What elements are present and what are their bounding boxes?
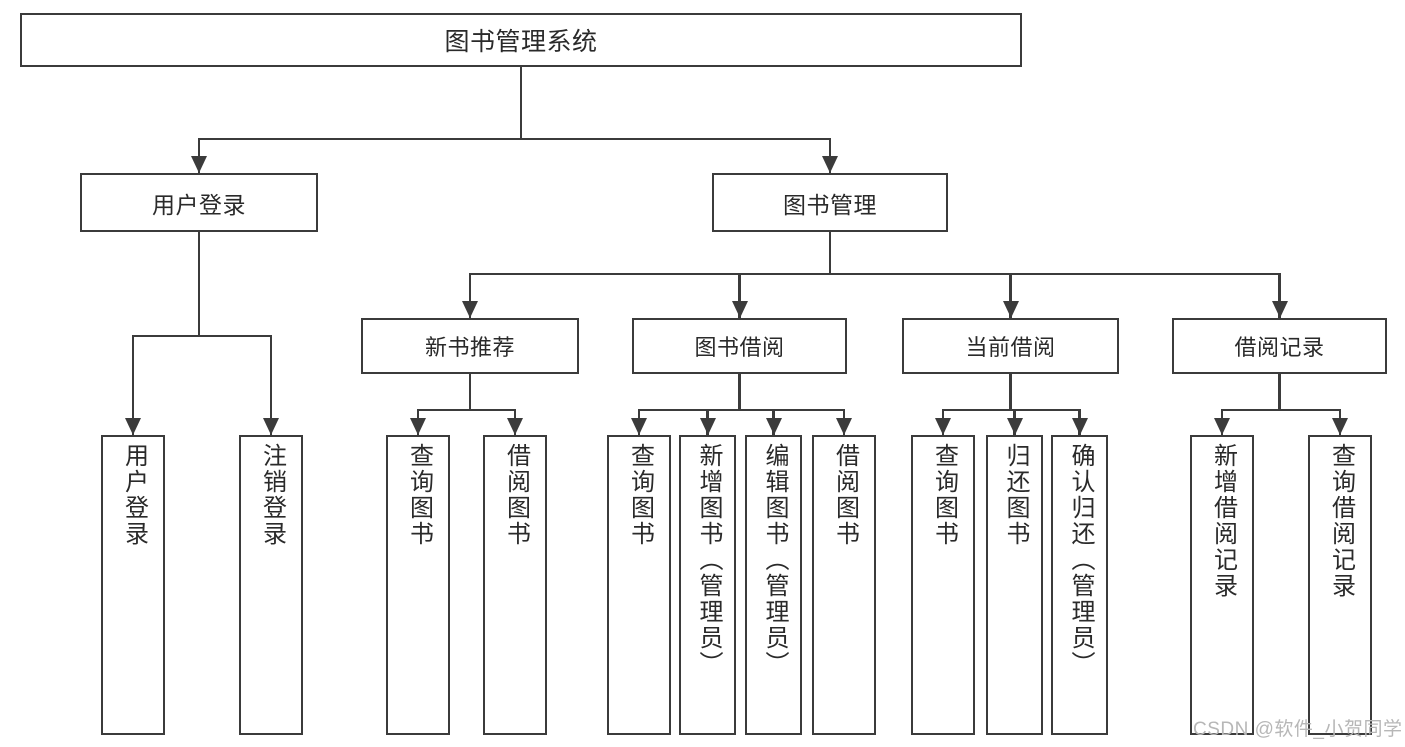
node-book-manage[interactable]: 图书管理 xyxy=(712,173,948,232)
arrow-to-leaf-borrow-book-1 xyxy=(507,418,523,435)
leaf-label: 查询借阅记录 xyxy=(1327,443,1355,599)
arrow-to-user-login xyxy=(191,156,207,173)
leaf-label: 归还图书 xyxy=(1001,443,1029,547)
leaf-node-leaf-confirm-return[interactable]: 确认归还（管理员） xyxy=(1051,435,1108,735)
leaf-node-leaf-query-book-3[interactable]: 查询图书 xyxy=(911,435,975,735)
connector-new-book-recommend-trunk xyxy=(468,374,472,410)
node-label: 新书推荐 xyxy=(424,335,515,360)
arrow-to-leaf-user-login xyxy=(125,418,141,435)
connector-root-bus xyxy=(197,137,832,141)
leaf-node-leaf-edit-book[interactable]: 编辑图书（管理员） xyxy=(745,435,802,735)
arrow-to-leaf-add-record xyxy=(1214,418,1230,435)
connector-borrow-record-trunk xyxy=(1278,374,1281,410)
leaf-node-leaf-query-book-2[interactable]: 查询图书 xyxy=(607,435,671,735)
connector-user-login-trunk xyxy=(197,232,201,336)
leaf-label: 新增图书（管理员） xyxy=(694,443,722,677)
arrow-to-leaf-query-book-3 xyxy=(935,418,951,435)
connector-current-borrow-trunk xyxy=(1009,374,1012,410)
arrow-to-leaf-confirm-return xyxy=(1071,418,1088,435)
arrow-to-leaf-query-book-2 xyxy=(631,418,647,435)
leaf-node-leaf-add-record[interactable]: 新增借阅记录 xyxy=(1190,435,1254,735)
node-label: 图书管理系统 xyxy=(444,28,598,56)
arrow-to-new-book-recommend xyxy=(462,301,478,318)
leaf-node-leaf-add-book[interactable]: 新增图书（管理员） xyxy=(679,435,736,735)
arrow-to-leaf-edit-book xyxy=(765,418,782,435)
connector-to-book-borrow xyxy=(738,274,741,318)
leaf-label: 借阅图书 xyxy=(831,443,859,547)
connector-borrow-record-bus xyxy=(1220,408,1342,412)
leaf-label: 新增借阅记录 xyxy=(1209,443,1237,599)
connector-book-manage-trunk xyxy=(828,232,832,274)
connector-new-book-recommend-bus xyxy=(416,408,517,412)
arrow-to-borrow-record xyxy=(1271,301,1288,318)
leaf-label: 查询图书 xyxy=(405,443,433,547)
node-root[interactable]: 图书管理系统 xyxy=(20,13,1022,67)
node-new-book-recommend[interactable]: 新书推荐 xyxy=(361,318,579,374)
arrow-to-leaf-query-record xyxy=(1332,418,1348,435)
connector-to-leaf-logout xyxy=(269,336,273,435)
arrow-to-leaf-logout xyxy=(263,418,279,435)
node-label: 借阅记录 xyxy=(1234,335,1325,360)
leaf-node-leaf-query-record[interactable]: 查询借阅记录 xyxy=(1308,435,1372,735)
arrow-to-book-borrow xyxy=(731,301,748,318)
connector-current-borrow-bus xyxy=(941,408,1081,412)
leaf-node-leaf-query-book-1[interactable]: 查询图书 xyxy=(386,435,450,735)
connector-book-manage-bus xyxy=(468,272,1281,276)
leaf-label: 注销登录 xyxy=(258,443,286,547)
arrow-to-current-borrow xyxy=(1002,301,1019,318)
connector-book-borrow-trunk xyxy=(738,374,741,410)
node-borrow-record[interactable]: 借阅记录 xyxy=(1172,318,1387,374)
connector-user-login-bus xyxy=(131,334,273,338)
leaf-label: 用户登录 xyxy=(120,443,148,547)
connector-to-leaf-user-login xyxy=(131,336,135,435)
node-label: 当前借阅 xyxy=(965,335,1056,360)
leaf-node-leaf-borrow-book-2[interactable]: 借阅图书 xyxy=(812,435,876,735)
connector-to-borrow-record xyxy=(1278,274,1281,318)
arrow-to-leaf-add-book xyxy=(699,418,716,435)
leaf-label: 查询图书 xyxy=(626,443,654,547)
leaf-node-leaf-borrow-book-1[interactable]: 借阅图书 xyxy=(483,435,547,735)
node-current-borrow[interactable]: 当前借阅 xyxy=(902,318,1119,374)
arrow-to-leaf-borrow-book-2 xyxy=(836,418,852,435)
arrow-to-leaf-query-book-1 xyxy=(410,418,426,435)
connector-book-borrow-bus xyxy=(637,408,846,412)
leaf-label: 编辑图书（管理员） xyxy=(760,443,788,677)
connector-to-new-book-recommend xyxy=(468,274,472,318)
node-user-login[interactable]: 用户登录 xyxy=(80,173,318,232)
node-label: 图书管理 xyxy=(783,191,877,218)
node-book-borrow[interactable]: 图书借阅 xyxy=(632,318,847,374)
leaf-node-leaf-logout[interactable]: 注销登录 xyxy=(239,435,303,735)
connector-to-current-borrow xyxy=(1009,274,1012,318)
leaf-label: 查询图书 xyxy=(930,443,958,547)
leaf-label: 借阅图书 xyxy=(502,443,530,547)
connector-root-trunk xyxy=(519,67,523,139)
arrow-to-book-manage xyxy=(822,156,838,173)
leaf-node-leaf-user-login[interactable]: 用户登录 xyxy=(101,435,165,735)
node-label: 用户登录 xyxy=(152,191,246,218)
leaf-label: 确认归还（管理员） xyxy=(1066,443,1094,677)
arrow-to-leaf-return-book xyxy=(1006,418,1023,435)
node-label: 图书借阅 xyxy=(694,335,785,360)
leaf-node-leaf-return-book[interactable]: 归还图书 xyxy=(986,435,1043,735)
